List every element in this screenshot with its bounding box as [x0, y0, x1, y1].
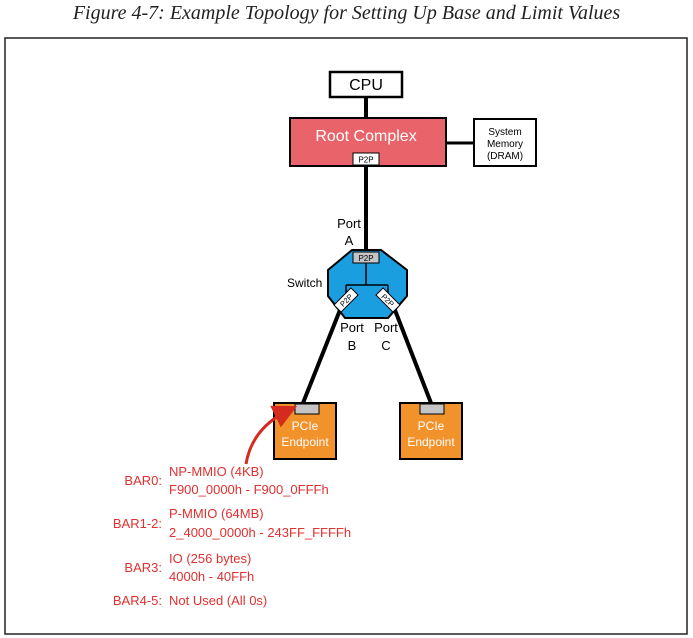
- figure-caption: Figure 4-7: Example Topology for Setting…: [72, 2, 621, 24]
- switch-upstream-p2p-label: P2P: [358, 254, 373, 263]
- root-complex-label: Root Complex: [315, 128, 416, 145]
- switch-label: Switch: [287, 276, 322, 290]
- port-c-line1: Port: [374, 320, 398, 335]
- bar4-5-name: BAR4-5:: [113, 593, 162, 608]
- bar0-line2: F900_0000h - F900_0FFFh: [169, 482, 329, 497]
- port-a-line1: Port: [337, 216, 361, 231]
- system-memory-line1: System: [488, 127, 521, 138]
- endpoint-right-line1: PCIe: [418, 419, 445, 433]
- cpu-label: CPU: [349, 77, 383, 94]
- bar3-name: BAR3:: [124, 560, 162, 575]
- port-a-line2: A: [345, 233, 354, 248]
- port-c-line2: C: [381, 338, 390, 353]
- switch-upstream-p2p-box: [352, 251, 380, 264]
- bar0-line1: NP-MMIO (4KB): [169, 464, 264, 479]
- bar3-line2: 4000h - 40FFh: [169, 569, 254, 584]
- switch-endpoint-left-link: [301, 304, 344, 404]
- port-b-line1: Port: [340, 320, 364, 335]
- bar1-2-name: BAR1-2:: [113, 516, 162, 531]
- bar0-name: BAR0:: [124, 473, 162, 488]
- endpoint-right-port: [419, 403, 445, 415]
- switch-internal-bus: [345, 263, 389, 297]
- bar4-5-line1: Not Used (All 0s): [169, 593, 267, 608]
- endpoint-left-line2: Endpoint: [281, 435, 329, 449]
- system-memory-box: [473, 118, 537, 167]
- switch-endpoint-right-link: [391, 304, 433, 404]
- figure-frame: [4, 37, 688, 635]
- endpoint-left-port: [294, 403, 320, 415]
- bar1-2-line1: P-MMIO (64MB): [169, 506, 264, 521]
- root-p2p-label: P2P: [358, 156, 373, 165]
- root-p2p-box: [352, 152, 380, 166]
- system-memory-line3: (DRAM): [487, 151, 523, 162]
- port-b-line2: B: [348, 338, 357, 353]
- bar3-line1: IO (256 bytes): [169, 551, 251, 566]
- endpoint-left-line1: PCIe: [292, 419, 319, 433]
- endpoint-right-line2: Endpoint: [407, 435, 455, 449]
- cpu-box: [328, 70, 404, 99]
- bar1-2-line2: 2_4000_0000h - 243FF_FFFFh: [169, 525, 351, 540]
- bar-arrow: [244, 405, 298, 465]
- system-memory-line2: Memory: [487, 139, 523, 150]
